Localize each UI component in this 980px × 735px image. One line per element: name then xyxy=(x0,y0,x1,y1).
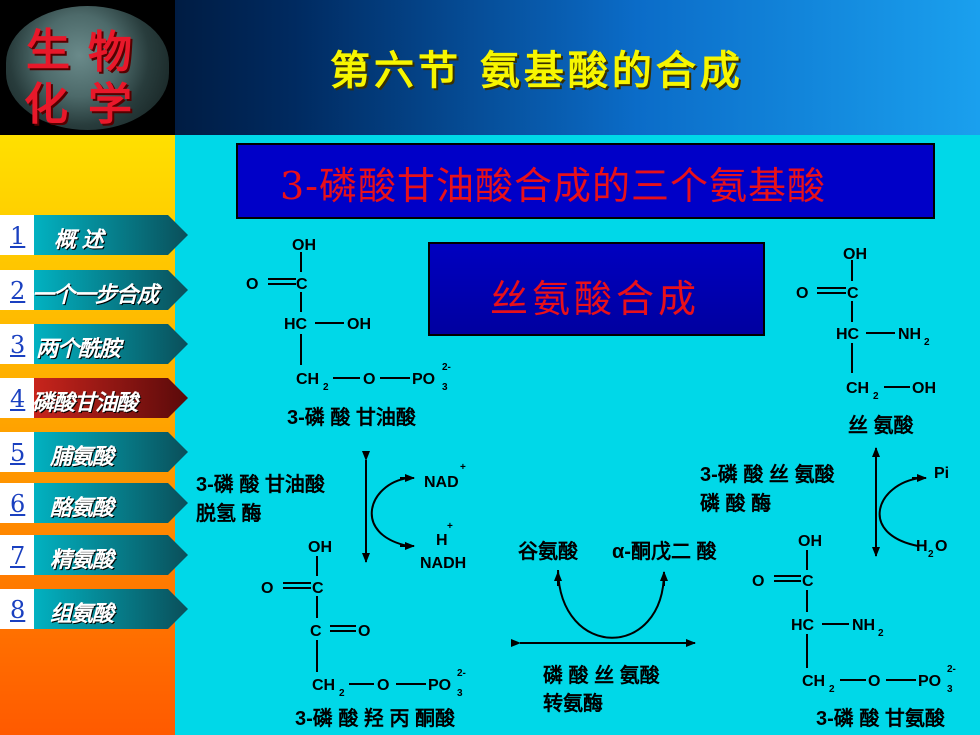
hydroxypyruvate-name: 3-磷 酸 羟 丙 酮酸 xyxy=(295,706,456,730)
chem-o: O xyxy=(752,573,764,590)
chem-ch2: CH xyxy=(802,673,825,690)
chem-ch2: CH xyxy=(846,380,869,397)
chem-charge: 2- xyxy=(442,362,451,373)
logo-char: 生 xyxy=(26,25,70,76)
chem-charge: 2- xyxy=(947,664,956,675)
chem-sub: 2 xyxy=(878,628,884,639)
subtitle: 3-磷酸甘油酸合成的三个氨基酸 xyxy=(280,164,827,208)
chem-hc: HC xyxy=(284,316,308,333)
chem-c: C xyxy=(296,276,308,293)
serine-name: 丝 氨酸 xyxy=(848,413,915,437)
chem-c: C xyxy=(847,285,859,302)
alpha-ketoglutarate-label: α-酮戊二 酸 xyxy=(612,539,718,563)
sidebar-item-histidine[interactable]: 8 组氨酸 xyxy=(0,587,190,631)
chem-o: O xyxy=(868,673,880,690)
sidebar-item-one-step[interactable]: 2 一个一步合成 xyxy=(0,268,190,312)
chem-sub: 2 xyxy=(928,549,934,560)
sidebar-item-number: 7 xyxy=(10,542,26,570)
page-title: 第六节 氨基酸的合成 xyxy=(330,47,744,94)
chem-c: C xyxy=(802,573,814,590)
chem-o: O xyxy=(363,371,375,388)
sidebar-item-tyrosine[interactable]: 6 酪氨酸 xyxy=(0,481,190,525)
sidebar-item-number: 8 xyxy=(10,596,26,624)
chem-po3: PO xyxy=(428,677,451,694)
chem-ch2: CH xyxy=(312,677,335,694)
chem-sub: 2 xyxy=(924,337,930,348)
chem-nh2: NH xyxy=(898,326,921,343)
sidebar-item-amides[interactable]: 3 两个酰胺 xyxy=(0,322,190,366)
chem-oh: OH xyxy=(798,533,822,550)
chem-sub: 2 xyxy=(323,382,329,393)
transaminase-label: 转氨酶 xyxy=(543,691,603,715)
dehydrogenase-label: 3-磷 酸 甘油酸 xyxy=(196,472,326,496)
water-label: H xyxy=(916,538,928,555)
phosphoserine-name: 3-磷 酸 甘氨酸 xyxy=(816,706,946,730)
subtitle-box xyxy=(236,143,935,219)
logo-globe: 生 物 化 学 xyxy=(6,6,169,130)
chem-oh: OH xyxy=(347,316,371,333)
sidebar-item-label: 概 述 xyxy=(54,228,104,253)
water-label: O xyxy=(935,538,947,555)
chem-oh: OH xyxy=(912,380,936,397)
chem-charge: + xyxy=(447,521,453,532)
chem-o: O xyxy=(246,276,258,293)
chem-charge: 2- xyxy=(457,668,466,679)
sidebar-item-number: 3 xyxy=(10,331,26,359)
chem-ch2: CH xyxy=(296,371,319,388)
chem-po3: PO xyxy=(918,673,941,690)
chem-po3: PO xyxy=(412,371,435,388)
glutamate-label: 谷氨酸 xyxy=(518,539,579,563)
chem-oh: OH xyxy=(843,246,867,263)
chem-o: O xyxy=(358,623,370,640)
nad-label: NAD xyxy=(424,474,459,491)
chem-o: O xyxy=(796,285,808,302)
logo-char: 物 xyxy=(88,27,132,78)
pi-label: Pi xyxy=(934,465,949,482)
nadh-label: NADH xyxy=(420,555,466,572)
sidebar-item-number: 4 xyxy=(10,385,26,413)
sidebar-item-phosphoglycerate[interactable]: 4 磷酸甘油酸 xyxy=(0,376,190,420)
chem-oh: OH xyxy=(292,237,316,254)
sidebar-item-overview[interactable]: 1 概 述 xyxy=(0,213,190,257)
chem-c: C xyxy=(310,623,322,640)
sidebar-item-label: 组氨酸 xyxy=(50,602,114,627)
sidebar-item-label: 一个一步合成 xyxy=(32,283,159,308)
sidebar-item-arginine[interactable]: 7 精氨酸 xyxy=(0,533,190,577)
phosphatase-label: 磷 酸 酶 xyxy=(700,491,771,515)
sidebar-item-label: 精氨酸 xyxy=(50,548,114,573)
chem-hc: HC xyxy=(791,617,815,634)
chem-charge: + xyxy=(460,462,466,473)
chem-c: C xyxy=(312,580,324,597)
chem-sub: 2 xyxy=(873,391,879,402)
logo-char: 化 xyxy=(24,79,68,130)
chem-sub: 2 xyxy=(339,688,345,699)
chem-sub: 2 xyxy=(829,684,835,695)
transaminase-label: 磷 酸 丝 氨酸 xyxy=(543,663,661,687)
sidebar-item-label: 磷酸甘油酸 xyxy=(32,391,138,416)
chem-oh: OH xyxy=(308,539,332,556)
chem-o: O xyxy=(261,580,273,597)
serine-synthesis-title: 丝氨酸合成 xyxy=(490,277,701,321)
glycerate-name: 3-磷 酸 甘油酸 xyxy=(287,405,417,429)
chem-o: O xyxy=(377,677,389,694)
phosphatase-label: 3-磷 酸 丝 氨酸 xyxy=(700,462,835,486)
chem-nh2: NH xyxy=(852,617,875,634)
sidebar-item-number: 6 xyxy=(10,490,26,518)
sidebar-item-number: 1 xyxy=(10,222,26,250)
logo-char: 学 xyxy=(88,79,132,130)
sidebar-item-number: 5 xyxy=(10,439,26,467)
sidebar-item-proline[interactable]: 5 脯氨酸 xyxy=(0,430,190,474)
sidebar-item-label: 脯氨酸 xyxy=(50,445,114,470)
dehydrogenase-label: 脱氢 酶 xyxy=(196,501,262,525)
chem-sub: 3 xyxy=(442,382,448,393)
chem-hc: HC xyxy=(836,326,860,343)
sidebar-item-number: 2 xyxy=(10,277,26,305)
serine-synthesis-box xyxy=(428,242,765,336)
chem-sub: 3 xyxy=(947,684,953,695)
chem-sub: 3 xyxy=(457,688,463,699)
sidebar-item-label: 两个酰胺 xyxy=(36,337,121,362)
h-label: H xyxy=(436,532,448,549)
sidebar-item-label: 酪氨酸 xyxy=(50,496,114,521)
